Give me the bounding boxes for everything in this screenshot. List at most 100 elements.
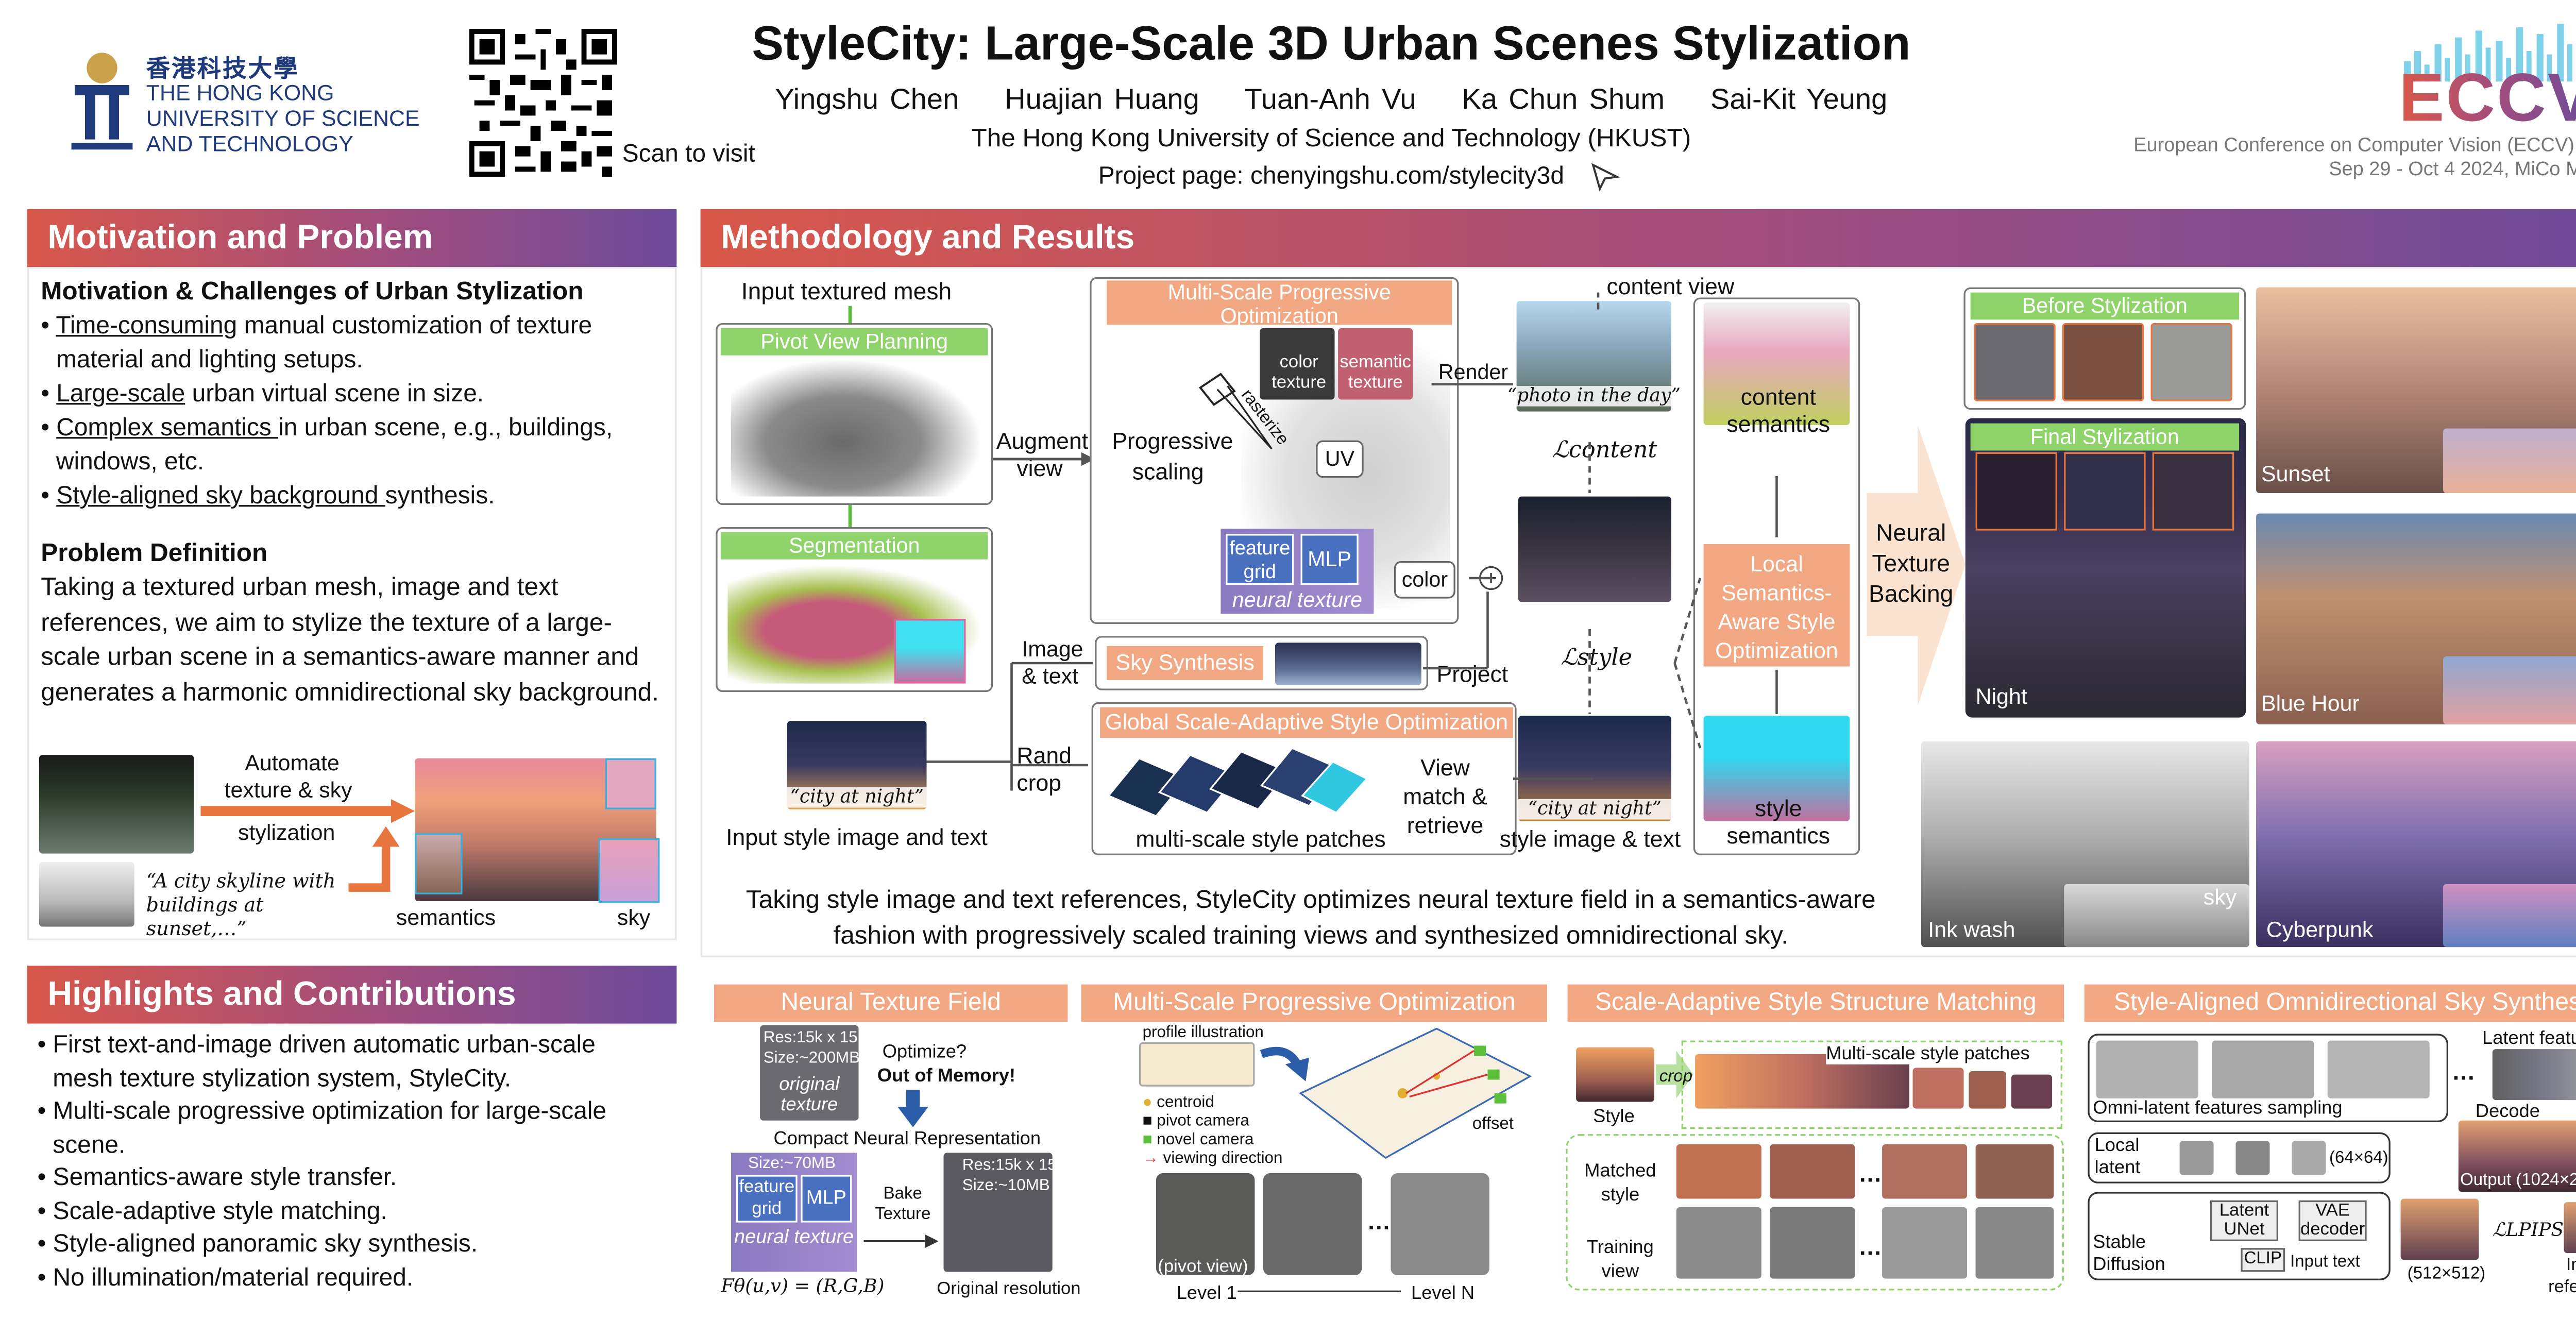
res1: Res:15k x 15k — [763, 1028, 866, 1047]
matched-box — [1566, 1134, 2064, 1291]
sky-crop-1 — [605, 758, 656, 809]
matched-4 — [1975, 1144, 2054, 1199]
final-crop-1 — [1975, 452, 2057, 531]
level-ellipsis: … — [1367, 1207, 1391, 1235]
profile-label: profile illustration — [1142, 1023, 1264, 1042]
style-input-img — [1576, 1047, 1654, 1102]
method-header: Methodology and Results — [700, 209, 2576, 267]
legend-novel: ■ novel camera — [1142, 1130, 1254, 1149]
omni-box — [2088, 1034, 2448, 1122]
conference-date: Sep 29 - Oct 4 2024, MiCo Milano — [2329, 160, 2576, 180]
decode-label: Decode — [2475, 1102, 2540, 1122]
style-semantics-label: style semantics — [1726, 796, 1831, 849]
ntf-title: Neural Texture Field — [714, 984, 1068, 1022]
orig-res-label: Original resolution — [937, 1278, 1081, 1299]
qr-code[interactable] — [469, 29, 617, 177]
l-content: ℒcontent — [1552, 437, 1657, 464]
patch-4 — [2011, 1074, 2053, 1109]
eccv-logo: ECCV — [2399, 61, 2576, 138]
compact-label: Compact Neural Representation — [773, 1129, 1041, 1149]
patch-strip-box — [1681, 1040, 2062, 1129]
eccv-skyline — [2401, 21, 2576, 82]
render-label: Render — [1438, 360, 1509, 384]
before-img-3 — [2150, 323, 2232, 401]
training-3 — [1882, 1207, 1968, 1279]
flow-lines — [926, 272, 1879, 833]
feature-grid-small: feature grid — [736, 1175, 798, 1223]
size1: Size:~200MB — [763, 1049, 860, 1068]
crop-arrow — [1656, 1051, 1693, 1107]
project-link[interactable]: Project page: chenyingshu.com/stylecity3… — [1098, 163, 1565, 191]
sunset-sky — [2443, 428, 2576, 493]
conference-name: European Conference on Computer Vision (… — [2133, 136, 2576, 157]
style-image-text-label: style image & text — [1499, 826, 1681, 852]
size3: Size:~10MB — [962, 1176, 1050, 1195]
ink-wash-sky-label: sky — [2203, 884, 2237, 910]
level-img-3 — [1391, 1173, 1489, 1275]
style-label: Style — [1593, 1107, 1635, 1127]
augment-arrow — [993, 444, 1095, 474]
content-semantics-label: content semantics — [1726, 384, 1831, 437]
photo-day-caption: “photo in the day” — [1504, 385, 1683, 407]
automate-arrow — [200, 799, 415, 832]
input-mesh-label: Input textured mesh — [741, 277, 952, 305]
input-mesh-thumb — [39, 755, 194, 854]
texture-sky-label: texture & sky — [224, 777, 352, 803]
s512-label: (512×512) — [2407, 1265, 2486, 1284]
highlight-item: • First text-and-image driven automatic … — [37, 1032, 596, 1093]
augment-label: Augment — [996, 428, 1089, 454]
semantics-crop — [415, 833, 463, 894]
highlight-item: • Semantics-aware style transfer. — [37, 1164, 397, 1192]
neural-texture-small-label: neural texture — [734, 1227, 854, 1248]
omni-ellipsis: … — [2451, 1057, 2476, 1085]
legend-view-dir: → viewing direction — [1142, 1149, 1283, 1169]
text-prompt-thumb — [39, 862, 134, 927]
segmentation-label: Segmentation — [721, 532, 988, 560]
msp-bottom-title: Multi-Scale Progressive Optimization — [1081, 984, 1547, 1022]
city-night-right: “city at night” — [1518, 798, 1671, 820]
before-img-1 — [1974, 323, 2056, 401]
poster-title: StyleCity: Large-Scale 3D Urban Scenes S… — [752, 17, 1911, 70]
view-match-label: View match & retrieve — [1403, 755, 1487, 838]
final-label: Final Stylization — [1970, 423, 2240, 451]
sky-label: sky — [617, 904, 651, 931]
training-label: Training view — [1586, 1238, 1654, 1282]
color-texture-label: color texture — [1272, 352, 1327, 393]
legend-centroid: ● centroid — [1142, 1093, 1214, 1112]
feature-grid-node: feature grid — [1226, 534, 1294, 585]
patch-3 — [1969, 1071, 2006, 1109]
before-label: Before Stylization — [1970, 292, 2240, 320]
level-img-1 — [1156, 1173, 1255, 1275]
output-img — [2458, 1120, 2576, 1192]
bake-label: Bake Texture — [875, 1185, 931, 1224]
scaling-label: scaling — [1132, 459, 1204, 485]
stable-diffusion-label: Stable Diffusion — [2093, 1232, 2165, 1276]
input-ref-label: Input reference — [2548, 1255, 2576, 1297]
optimize-label: Optimize? — [882, 1042, 967, 1063]
ink-wash-sky — [2064, 884, 2249, 948]
pivot-view-planning: Pivot View Planning — [721, 328, 988, 356]
highlight-item: • No illumination/material required. — [37, 1264, 414, 1292]
semantics-arrow — [348, 826, 403, 906]
mlp-small: MLP — [801, 1175, 852, 1223]
offset-label: offset — [1472, 1115, 1514, 1135]
color-texture-img — [1260, 328, 1335, 400]
down-arrow-blue — [897, 1090, 928, 1136]
local-latent-2 — [2235, 1141, 2270, 1175]
latent-features-label: Latent features — [2482, 1028, 2576, 1050]
matched-3 — [1882, 1144, 1968, 1199]
profile-img — [1139, 1042, 1255, 1087]
before-img-2 — [2062, 323, 2144, 401]
semantic-texture-img — [1338, 328, 1413, 400]
camera-icon — [1194, 370, 1279, 464]
authors: Yingshu Chen Huajian Huang Tuan-Anh Vu K… — [775, 83, 1888, 116]
backing-arrow — [1867, 425, 1965, 714]
blue-hour-sky — [2443, 656, 2576, 724]
pivot-mesh-image — [731, 360, 979, 497]
univ-en-3: AND TECHNOLOGY — [146, 131, 353, 157]
input-ref-img — [2564, 1202, 2576, 1254]
local-latent-box — [2088, 1132, 2391, 1183]
size2: Size:~70MB — [748, 1154, 836, 1173]
local-sem-opt: Local Semantics-Aware Style Optimization — [1703, 544, 1850, 667]
segmentation-sky-inset — [894, 619, 966, 684]
